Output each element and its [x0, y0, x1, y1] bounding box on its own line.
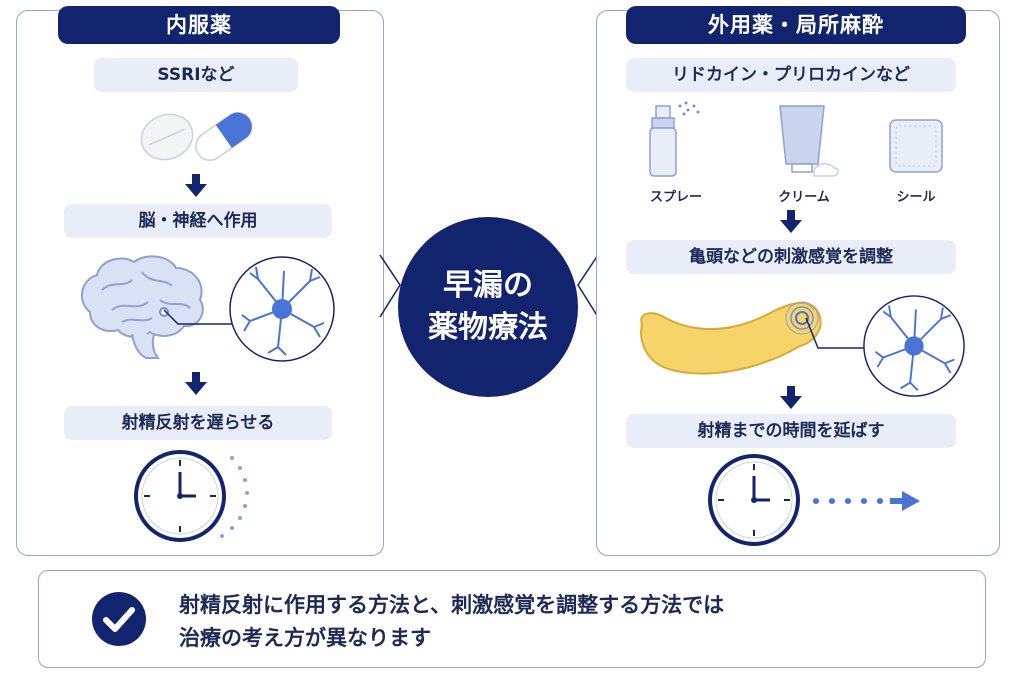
summary-box: 射精反射に作用する方法と、刺激感覚を調整する方法では 治療の考え方が異なります	[38, 570, 986, 668]
brain-icon	[81, 255, 204, 359]
down-arrow-icon	[780, 386, 802, 409]
central-topic-line2: 薬物療法	[428, 310, 548, 345]
glans-sensation-icon	[640, 301, 822, 375]
spray-bottle-icon	[649, 101, 700, 177]
clock-icon	[134, 450, 249, 542]
central-topic-circle: 早漏の 薬物療法	[398, 217, 578, 397]
down-arrow-icon	[185, 174, 207, 197]
summary-line2: 治療の考え方が異なります	[179, 626, 431, 650]
connector-line	[577, 254, 599, 318]
summary-line1: 射精反射に作用する方法と、刺激感覚を調整する方法では	[179, 593, 725, 617]
brain-nerve-action-label: 脳・神経へ作用	[64, 204, 332, 238]
connector-line	[163, 309, 240, 325]
clock-icon	[708, 454, 800, 546]
check-circle-icon	[92, 592, 146, 646]
central-topic-line1: 早漏の	[443, 268, 533, 303]
lidocaine-prilocaine-label: リドカイン・プリロカインなど	[626, 58, 956, 92]
dotted-arrow-right-icon	[813, 491, 920, 511]
neuron-icon	[863, 295, 965, 397]
summary-text: 射精反射に作用する方法と、刺激感覚を調整する方法では 治療の考え方が異なります	[179, 589, 724, 655]
connector-line	[805, 317, 868, 349]
topical-medication-title: 外用薬・局所麻酔	[626, 6, 966, 44]
ssri-label: SSRIなど	[94, 58, 298, 92]
sensation-adjust-label: 亀頭などの刺激感覚を調整	[626, 240, 956, 274]
delay-ejaculation-reflex-label: 射精反射を遅らせる	[64, 406, 332, 440]
patch-label: シール	[896, 190, 936, 205]
down-arrow-icon	[185, 372, 207, 395]
cream-tube-icon	[779, 105, 839, 177]
neuron-icon	[229, 256, 335, 362]
cream-label: クリーム	[778, 190, 830, 205]
pill-capsule-icon	[140, 111, 253, 161]
patch-icon	[889, 119, 943, 173]
extend-time-label: 射精までの時間を延ばす	[626, 414, 956, 448]
oral-medication-title: 内服薬	[58, 6, 340, 44]
down-arrow-icon	[780, 210, 802, 233]
topical-medication-panel	[596, 10, 1000, 556]
spray-label: スプレー	[649, 190, 702, 205]
